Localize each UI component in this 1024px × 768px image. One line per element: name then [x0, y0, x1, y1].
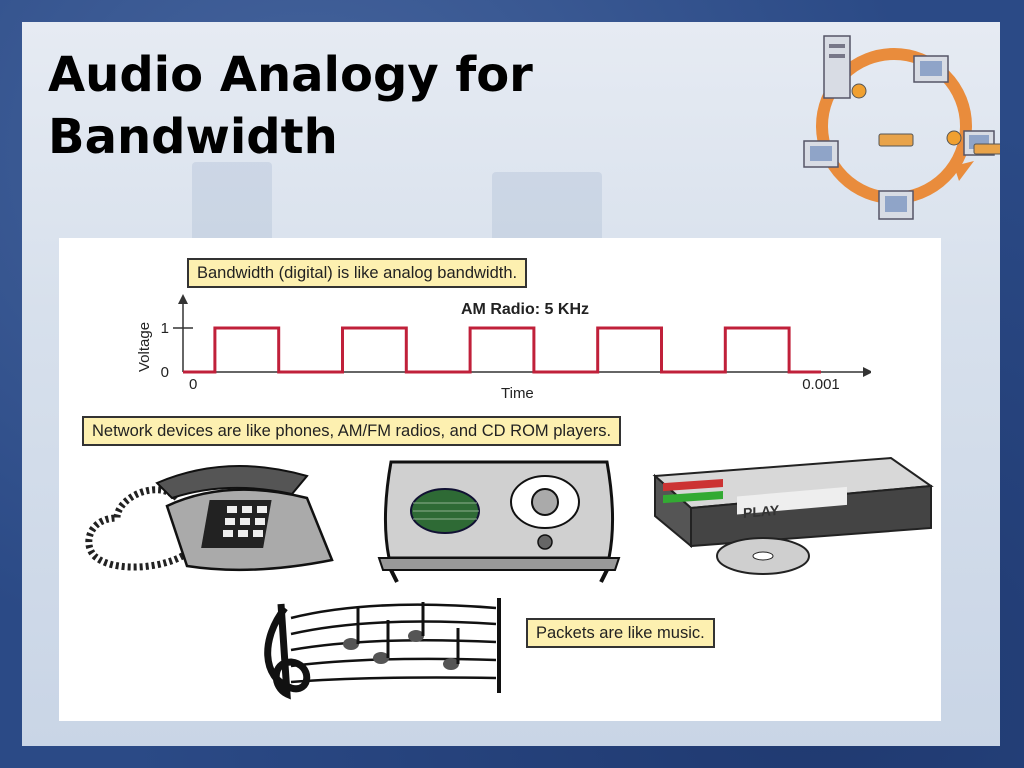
y-tick-label: 0: [161, 364, 169, 381]
chart-title: AM Radio: 5 KHz: [461, 301, 589, 318]
square-wave-line: [183, 326, 821, 374]
x-tick-label: 0: [189, 376, 197, 393]
packets-callout: Packets are like music.: [526, 618, 715, 648]
token-icon: [946, 130, 962, 146]
data-packet-icon: [973, 143, 1000, 155]
computer-icon: [878, 190, 914, 220]
slide-title: Audio Analogy for Bandwidth: [48, 47, 533, 165]
server-icon: [823, 35, 851, 99]
telephone-icon: [85, 465, 334, 572]
token-icon: [851, 83, 867, 99]
computer-icon: [913, 55, 949, 83]
bandwidth-callout: Bandwidth (digital) is like analog bandw…: [187, 258, 528, 288]
cd-player-icon: PLAY: [652, 456, 934, 575]
music-notes-icon: [264, 598, 501, 700]
slide: Audio Analogy for Bandwidth Band: [22, 22, 1000, 746]
x-tick-label: 0.001: [802, 376, 840, 393]
cycle-arrow-icon: [954, 161, 974, 181]
content-panel: Bandwidth (digital) is like analog bandw…: [59, 238, 941, 721]
computer-icon: [803, 140, 839, 168]
y-axis-label: Voltage: [136, 322, 153, 372]
data-packet-icon: [878, 133, 914, 147]
y-axis-arrow: [178, 294, 188, 304]
square-wave-chart: AM Radio: 5 KHz Voltage 0 1 0 0.001 Time: [136, 294, 871, 402]
y-tick-label: 1: [161, 320, 169, 337]
cd-display-text: PLAY: [743, 502, 780, 521]
devices-callout: Network devices are like phones, AM/FM r…: [82, 416, 622, 446]
network-cycle-logo: [803, 35, 1000, 220]
x-axis-arrow: [863, 367, 871, 377]
radio-icon: [377, 460, 621, 583]
x-axis-label: Time: [501, 385, 534, 402]
